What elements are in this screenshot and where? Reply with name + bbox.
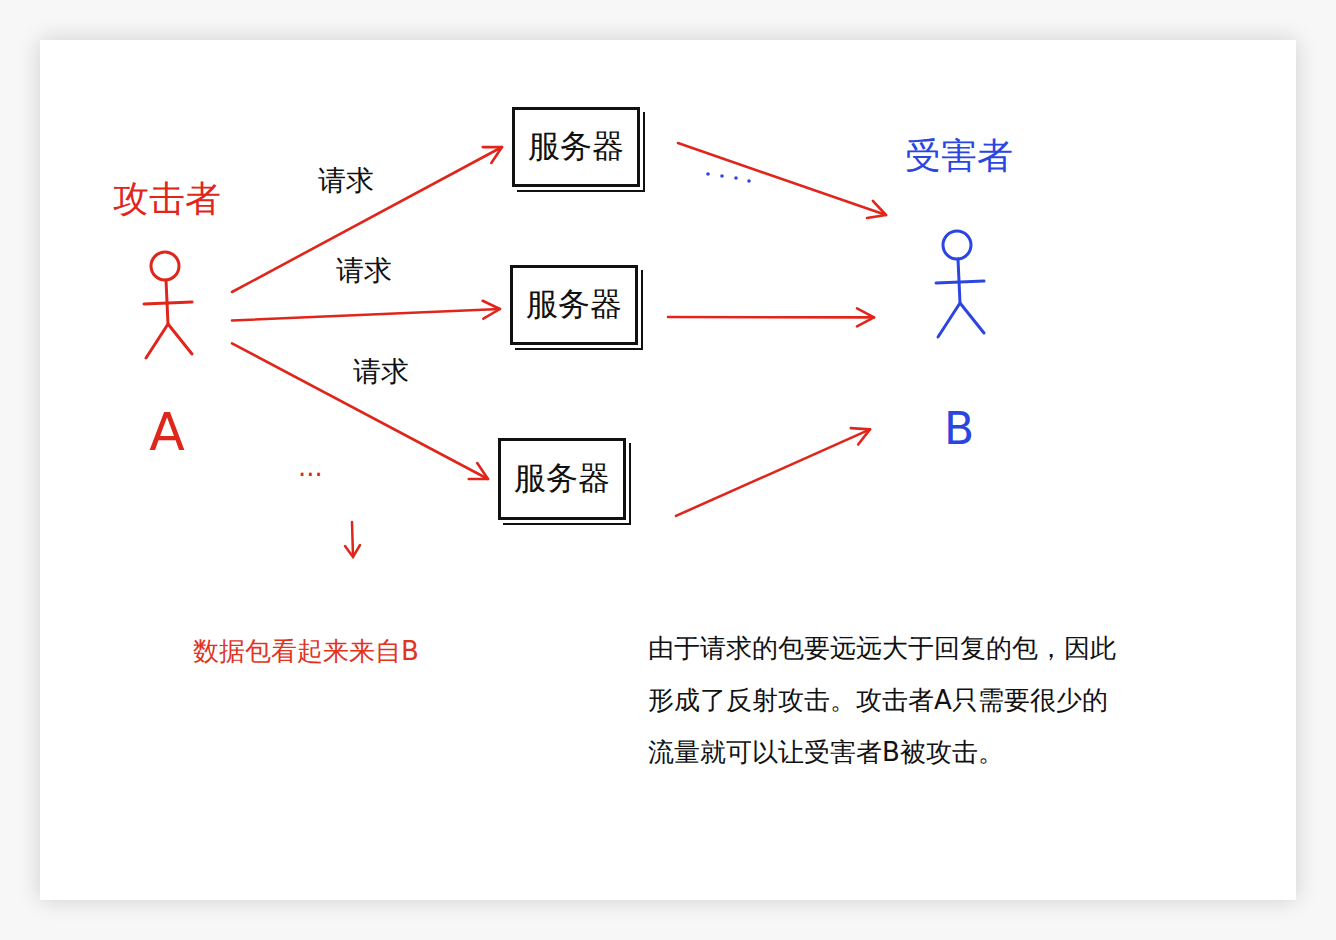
stick-figure [132, 246, 202, 376]
dot [734, 176, 738, 180]
connector-arrow [668, 316, 874, 319]
connector-arrow [678, 143, 886, 215]
figure-arms [936, 281, 984, 283]
down-head [345, 545, 360, 557]
dot [706, 172, 710, 176]
figure-head [943, 231, 971, 259]
edge-label: 请求 [315, 165, 377, 197]
stick-figure [924, 225, 994, 355]
ellipsis-note: ... [298, 452, 323, 483]
figure-legs [146, 324, 192, 358]
paper-card [40, 40, 1296, 900]
edge-label: 请求 [333, 255, 395, 287]
spoof-note: 数据包看起来来自B [193, 636, 419, 667]
person-letter: B [944, 404, 974, 455]
server-box: 服务器 [510, 265, 638, 345]
figure-arms [144, 302, 192, 304]
figure-strokes [936, 231, 984, 337]
edge-label: 请求 [350, 356, 412, 388]
server-label: 服务器 [528, 125, 624, 169]
connector-arrow [232, 343, 488, 479]
server-box: 服务器 [498, 438, 626, 520]
reply-dots [706, 172, 751, 183]
figure-head [151, 252, 179, 280]
server-label: 服务器 [514, 457, 610, 501]
person-figure: 受害者 B [900, 135, 1018, 455]
down-line [352, 522, 353, 556]
server-box: 服务器 [512, 107, 640, 187]
dot [747, 179, 751, 183]
role-label: 受害者 [905, 135, 1013, 176]
connector-arrow [232, 147, 502, 292]
figure-strokes [144, 252, 192, 358]
connector-arrow [676, 429, 870, 516]
person-letter: A [149, 403, 185, 463]
explanation-note: 由于请求的包要远远大于回复的包，因此形成了反射攻击。攻击者A只需要很少的流量就可… [648, 622, 1118, 778]
figure-legs [938, 303, 984, 337]
connector-arrow [232, 309, 500, 321]
server-label: 服务器 [526, 283, 622, 327]
dot [720, 174, 724, 178]
person-figure: 攻击者 A [108, 178, 226, 463]
continuation-arrow [345, 522, 360, 557]
role-label: 攻击者 [113, 178, 221, 219]
